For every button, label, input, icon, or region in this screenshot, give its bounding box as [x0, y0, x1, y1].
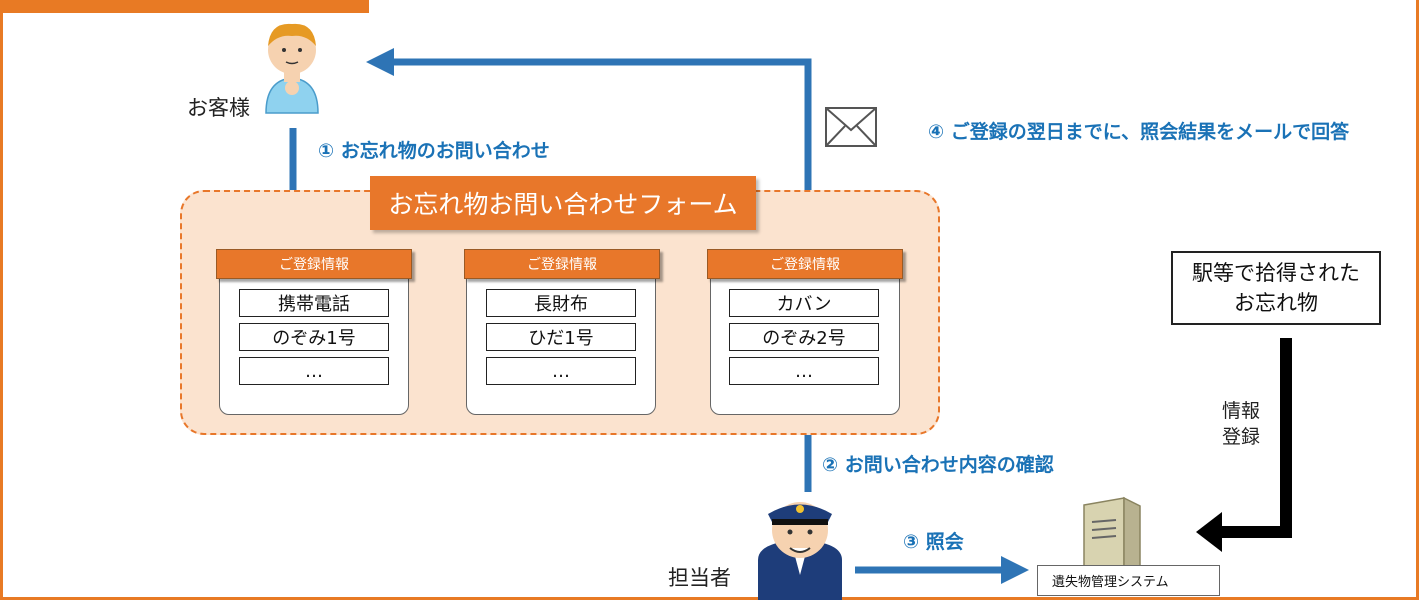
- found-item-line1: 駅等で拾得された: [1192, 261, 1360, 285]
- found-item-line2: お忘れ物: [1234, 291, 1318, 315]
- card-3-field-1: カバン: [729, 289, 879, 317]
- card-1-field-3: …: [239, 357, 389, 385]
- info-register-line2: 登録: [1222, 426, 1261, 448]
- step3-label: ③ 照会: [903, 531, 964, 553]
- card-3-header: ご登録情報: [707, 249, 903, 279]
- station-staff-icon: [758, 502, 842, 600]
- card-3-field-2: のぞみ2号: [729, 323, 879, 351]
- card-2-header: ご登録情報: [464, 249, 660, 279]
- inquiry-form-title: お忘れ物お問い合わせフォーム: [370, 176, 756, 230]
- step4-label: ④ ご登録の翌日までに、照会結果をメールで回答: [928, 121, 1350, 143]
- card-2-field-3: …: [486, 357, 636, 385]
- found-item-box: 駅等で拾得された お忘れ物: [1171, 251, 1381, 325]
- mail-envelope-icon: [825, 107, 877, 147]
- arrow-register-head: [1196, 512, 1222, 552]
- info-register-line1: 情報: [1222, 400, 1261, 422]
- staff-label: 担当者: [668, 566, 731, 590]
- info-register-label: 情報 登録: [1222, 398, 1260, 450]
- customer-person-icon: [265, 23, 319, 114]
- customer-label: お客様: [187, 96, 250, 120]
- header-tab: [0, 0, 369, 13]
- card-2-field-1: 長財布: [486, 289, 636, 317]
- card-1-header: ご登録情報: [216, 249, 412, 279]
- card-1-field-1: 携帯電話: [239, 289, 389, 317]
- server-icon: [1083, 496, 1141, 567]
- card-3-field-3: …: [729, 357, 879, 385]
- card-1-field-2: のぞみ1号: [239, 323, 389, 351]
- arrow-step4: [366, 48, 812, 210]
- card-2-field-2: ひだ1号: [486, 323, 636, 351]
- lost-item-system-label: 遺失物管理システム: [1037, 565, 1220, 596]
- step2-label: ② お問い合わせ内容の確認: [822, 454, 1054, 476]
- arrow-register: [1215, 338, 1292, 538]
- step1-label: ① お忘れ物のお問い合わせ: [318, 140, 550, 162]
